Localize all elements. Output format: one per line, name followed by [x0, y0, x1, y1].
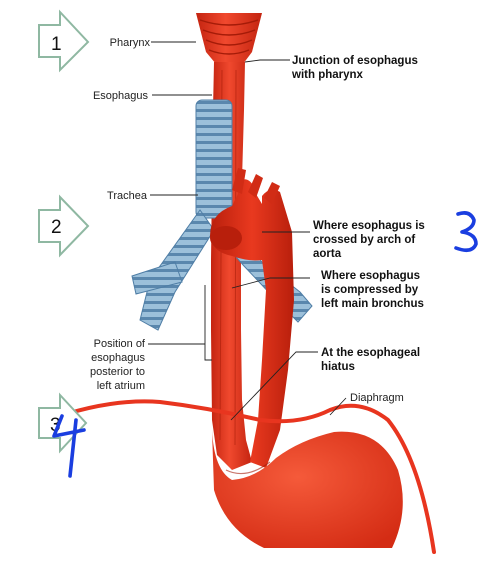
position-label: Position of esophagus posterior to left … — [90, 338, 146, 392]
aorta-shape — [210, 168, 294, 469]
marker-1: 1 — [38, 9, 90, 73]
svg-text:posterior to: posterior to — [90, 366, 145, 378]
svg-text:left atrium: left atrium — [97, 380, 145, 392]
bronchus-label: Where esophagus is compressed by left ma… — [321, 270, 424, 310]
marker-2: 2 — [38, 194, 90, 258]
svg-text:Position of: Position of — [94, 338, 146, 350]
svg-text:1: 1 — [51, 34, 62, 55]
svg-text:Junction of esophagus: Junction of esophagus — [292, 55, 418, 67]
svg-text:Where esophagus is: Where esophagus is — [313, 220, 425, 232]
svg-text:is compressed by: is compressed by — [321, 284, 419, 296]
svg-text:3: 3 — [50, 415, 61, 436]
marker-3: 3 — [38, 392, 88, 454]
esophagus-label: Esophagus — [93, 90, 149, 102]
diaphragm-line — [46, 399, 436, 554]
trachea-label: Trachea — [107, 190, 148, 202]
svg-text:aorta: aorta — [313, 248, 342, 260]
handwritten-four — [52, 414, 86, 478]
handwritten-three — [454, 211, 478, 253]
svg-text:left main bronchus: left main bronchus — [321, 298, 424, 310]
svg-text:hiatus: hiatus — [321, 361, 355, 373]
svg-text:At the esophageal: At the esophageal — [321, 347, 420, 359]
arch-label: Where esophagus is crossed by arch of ao… — [313, 220, 425, 260]
leader-lines — [148, 41, 347, 421]
svg-text:crossed by arch of: crossed by arch of — [313, 234, 415, 246]
pharynx-label: Pharynx — [110, 37, 151, 49]
svg-text:2: 2 — [51, 217, 62, 238]
stomach-shape — [212, 430, 403, 548]
svg-text:Where esophagus: Where esophagus — [321, 270, 420, 282]
svg-text:with pharynx: with pharynx — [291, 69, 364, 81]
pharynx-shape — [196, 13, 262, 64]
hiatus-label: At the esophageal hiatus — [321, 347, 420, 373]
junction-label: Junction of esophagus with pharynx — [291, 55, 418, 81]
diaphragm-label: Diaphragm — [350, 392, 404, 404]
svg-text:esophagus: esophagus — [91, 352, 145, 364]
